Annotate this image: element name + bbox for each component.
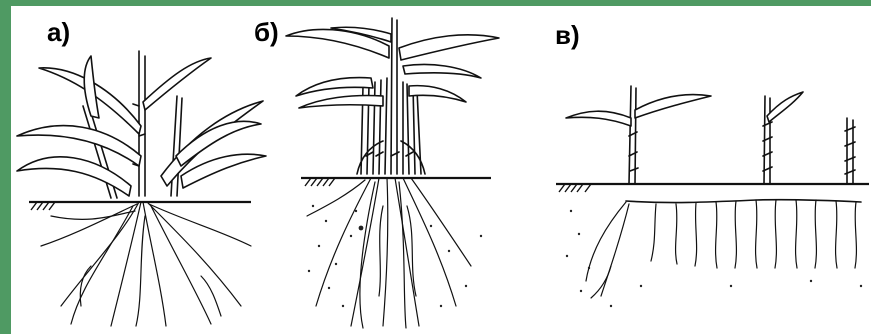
plant-root-drawing — [11, 6, 871, 334]
label-a: а) — [47, 19, 70, 45]
roots-a — [41, 202, 251, 326]
leaves-a — [17, 56, 266, 196]
plant-b — [286, 18, 499, 328]
roots-c — [586, 200, 856, 298]
plant-a — [17, 51, 266, 326]
shoot-3 — [845, 118, 855, 184]
rhizome — [626, 200, 861, 203]
shoot-1 — [566, 86, 711, 184]
shoot-2 — [763, 92, 803, 184]
ground-hatch-c — [559, 184, 591, 192]
ground-hatch-b — [305, 178, 335, 186]
ground-hatch-a — [31, 202, 55, 210]
soil-dots-c — [566, 210, 862, 307]
roots-b — [307, 178, 471, 328]
plant-c — [556, 86, 869, 307]
illustration-panel: а) б) в) — [11, 6, 871, 334]
label-b: б) — [254, 19, 279, 45]
label-v: в) — [555, 22, 580, 48]
